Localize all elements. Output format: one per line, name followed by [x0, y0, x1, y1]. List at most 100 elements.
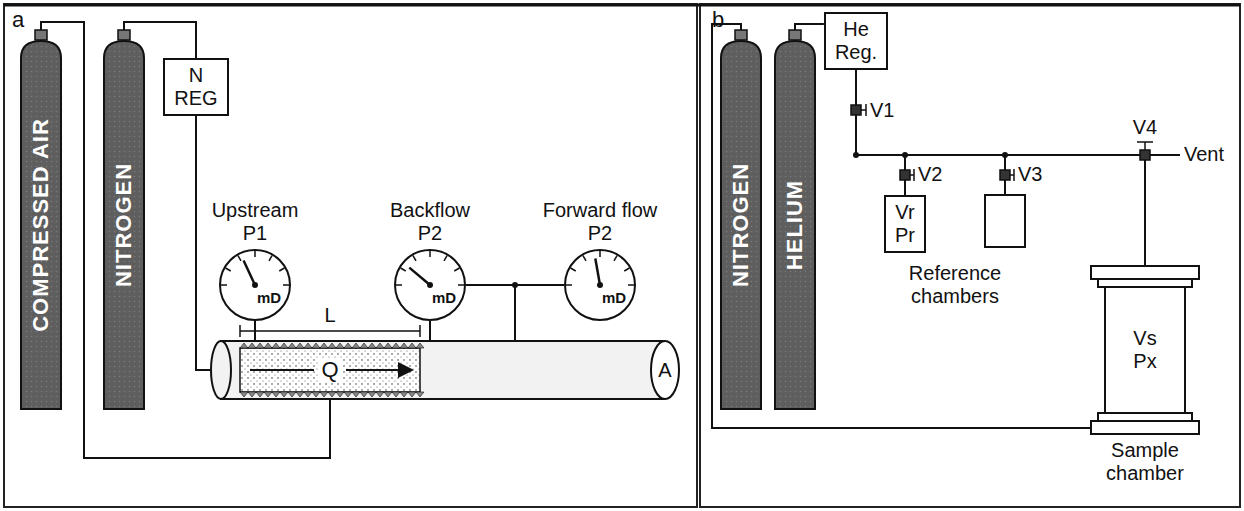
pressure-gauge: Backflow P2 mD: [375, 199, 485, 321]
drawing-part: [384, 343, 392, 348]
drawing-part: [408, 343, 416, 348]
drawing-part: [444, 256, 447, 261]
process-box: N REG: [163, 58, 228, 116]
gas-line: [429, 321, 431, 340]
drawing-part: [392, 392, 400, 397]
drawing-part: [21, 41, 61, 409]
drawing-part: [238, 256, 241, 261]
drawing-part: [328, 343, 336, 348]
gauge-needle: [595, 258, 600, 285]
gas-cylinder: HELIUM: [774, 40, 816, 410]
drawing-part: [272, 343, 280, 348]
drawing-part: [336, 343, 344, 348]
drawing-part: [264, 343, 272, 348]
drawing-part: [296, 343, 304, 348]
cylinder-label: NITROGEN: [728, 163, 754, 287]
chamber-body: Vs Px: [1090, 265, 1200, 435]
drawing-part: [400, 343, 408, 348]
drawing-part: [346, 369, 406, 371]
cylinder-label: HELIUM: [782, 180, 808, 270]
drawing-part: [400, 392, 408, 397]
drawing-part: [211, 341, 231, 399]
area-symbol: A: [658, 359, 671, 381]
drawing-part: [1105, 287, 1185, 413]
junction-dot: [853, 152, 859, 158]
drawing-part: [395, 250, 465, 320]
drawing-part: [394, 249, 466, 321]
panel-letter: a: [12, 8, 24, 31]
drawing-part: [1098, 279, 1192, 287]
drawing-part: [240, 343, 248, 348]
drawing-part: [312, 392, 320, 397]
unit-label: mD: [432, 289, 456, 306]
drawing-part: [240, 392, 248, 397]
drawing-part: [416, 392, 424, 397]
valve-symbols: [851, 104, 1153, 181]
gas-line: [196, 116, 210, 370]
box-label: Vr Pr: [895, 201, 915, 247]
drawing-part: [283, 284, 289, 286]
gas-cylinder: NITROGEN: [720, 40, 762, 410]
drawing-part: [248, 392, 256, 397]
drawing-part: [288, 392, 296, 397]
process-box: Vr Pr: [884, 195, 926, 253]
drawing-part: [413, 256, 416, 261]
gauge-title: Backflow P2: [375, 199, 485, 245]
drawing-part: [427, 282, 433, 288]
flow-symbol: Q: [318, 358, 341, 382]
drawing-part: [328, 392, 336, 397]
top-rule: [4, 4, 1240, 7]
drawing-part: [104, 41, 144, 409]
drawing-part: [254, 251, 256, 257]
drawing-part: [597, 282, 603, 288]
chamber-title: Sample chamber: [1106, 439, 1184, 485]
gauge-dial: mD: [219, 249, 291, 321]
gas-line: [712, 24, 1090, 428]
drawing-part: [429, 251, 431, 257]
junction-dot: [512, 282, 518, 288]
drawing-part: [304, 392, 312, 397]
panel-frame: [4, 4, 697, 507]
tee-line: [466, 284, 515, 286]
drawing-part: [269, 256, 272, 261]
drawing-part: [250, 369, 314, 371]
drawing-part: [352, 343, 360, 348]
drawing-part: [583, 256, 586, 261]
drawing-part: [628, 284, 634, 286]
drawing-part: [368, 392, 376, 397]
drawing-part: [219, 249, 291, 321]
cylinder-label: NITROGEN: [111, 163, 137, 287]
drawing-part: [221, 284, 227, 286]
drawing-part: [408, 392, 416, 397]
drawing-part: [651, 341, 679, 399]
drawing-part: [210, 340, 680, 400]
drawing-part: [396, 284, 402, 286]
drawing-part: [304, 343, 312, 348]
drawing-part: [288, 343, 296, 348]
drawing-part: [320, 392, 328, 397]
drawing-part: [564, 249, 636, 321]
drawing-part: [256, 392, 264, 397]
drawing-part: [775, 41, 815, 409]
drawing-part: [220, 340, 665, 342]
gas-line: [856, 70, 1145, 265]
drawing-part: [368, 343, 376, 348]
gauge-title: Forward flow P2: [535, 199, 665, 245]
drawing-part: [376, 392, 384, 397]
drawing-part: [565, 250, 635, 320]
drawing-part: [384, 392, 392, 397]
panel-frame: [700, 4, 1240, 507]
pressure-gauge: Upstream P1mD: [200, 199, 310, 321]
drawing-part: [398, 362, 414, 378]
drawing-part: [264, 392, 272, 397]
drawing-part: [336, 392, 344, 397]
chamber-values: Vs Px: [1133, 327, 1156, 373]
gauge-needle: [409, 268, 430, 285]
drawing-part: [1091, 266, 1199, 279]
drawing-part: [312, 343, 320, 348]
drawing-part: [296, 392, 304, 397]
pressure-gauge: Forward flow P2mD: [535, 199, 665, 321]
drawing-part: [344, 392, 352, 397]
drawing-part: [360, 392, 368, 397]
gauge-needle: [244, 261, 255, 285]
